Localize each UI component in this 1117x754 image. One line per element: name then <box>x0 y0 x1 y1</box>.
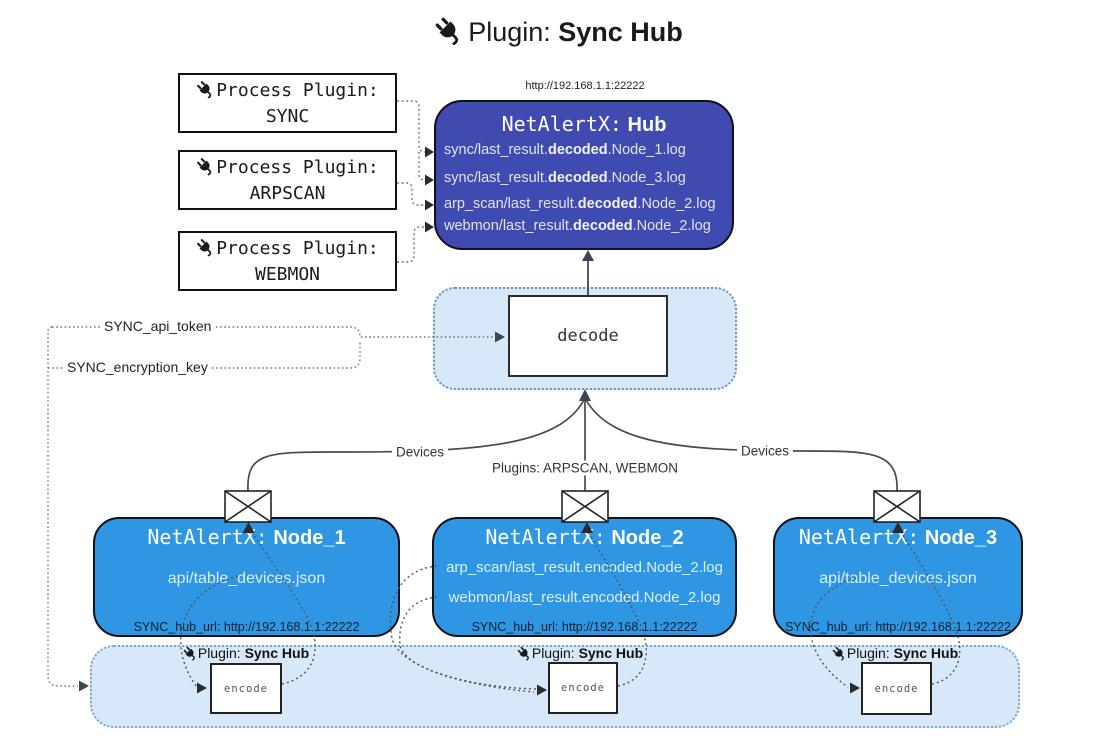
process-plugin-sync-box: Process Plugin: SYNC <box>178 73 397 133</box>
hub-url: http://192.168.1.1:22222 <box>525 80 645 92</box>
process-plugin-name: SYNC <box>265 106 310 128</box>
title-name: Sync Hub <box>558 17 683 47</box>
node1-hub-url: SYNC_hub_url: http://192.168.1.1:22222 <box>133 620 360 634</box>
process-plugin-arpscan-box: Process Plugin: ARPSCAN <box>178 150 397 210</box>
plugin-to-hub-arrowheads <box>425 146 434 233</box>
encode2-box: encode <box>548 662 618 714</box>
process-plugin-name: ARPSCAN <box>249 183 326 205</box>
config-to-strip-arrowhead <box>79 680 89 692</box>
plug-icon <box>197 158 212 176</box>
decode-box: decode <box>508 295 668 377</box>
encode1-box: encode <box>210 663 282 714</box>
plugin-to-hub-wires <box>397 100 426 263</box>
node1-box <box>93 517 400 637</box>
node3-title: NetAlertX: Node_3 <box>798 525 998 549</box>
edge-label-plugins: Plugins: ARPSCAN, WEBMON <box>487 460 683 476</box>
node3-hub-url: SYNC_hub_url: http://192.168.1.1:22222 <box>785 620 1011 634</box>
process-plugin-webmon-box: Process Plugin: WEBMON <box>178 231 397 291</box>
node3-file: api/table_devices.json <box>819 570 977 587</box>
edge-label-devices-left: Devices <box>391 444 449 460</box>
plug-icon <box>197 81 212 99</box>
process-plugin-label: Process Plugin: <box>216 238 379 259</box>
plug-icon <box>832 646 844 661</box>
hub-log-line: arp_scan/last_result.decoded.Node_2.log <box>444 196 716 212</box>
hub-title-prefix: NetAlertX: <box>501 112 622 136</box>
node2-hub-url: SYNC_hub_url: http://192.168.1.1:22222 <box>471 620 698 634</box>
plug-icon <box>435 17 459 46</box>
encoder3-label: Plugin: Sync Hub <box>832 645 958 661</box>
title-prefix: Plugin: <box>468 17 551 47</box>
encode3-box: encode <box>861 662 932 715</box>
hub-log-line: webmon/last_result.decoded.Node_2.log <box>444 218 711 234</box>
plug-icon <box>517 646 529 661</box>
plug-icon <box>197 239 212 257</box>
hub-title-name: Hub <box>627 114 667 136</box>
node2-title: NetAlertX: Node_2 <box>485 525 684 549</box>
encoder1-label: Plugin: Sync Hub <box>183 645 309 661</box>
process-plugin-label: Process Plugin: <box>216 157 379 178</box>
node2-file: webmon/last_result.encoded.Node_2.log <box>448 589 721 606</box>
process-plugin-label: Process Plugin: <box>216 80 379 101</box>
plug-icon <box>183 646 195 661</box>
hub-title: NetAlertX: Hub <box>434 112 734 137</box>
node1-file: api/table_devices.json <box>167 570 326 587</box>
decode-to-hub-arrowhead <box>582 250 594 261</box>
node2-file: arp_scan/last_result.encoded.Node_2.log <box>446 559 723 576</box>
edge-label-devices-right: Devices <box>736 443 794 459</box>
encoder2-label: Plugin: Sync Hub <box>517 645 643 661</box>
node-to-decode-arrowhead <box>579 389 591 401</box>
decode-label: decode <box>557 326 619 346</box>
hub-box <box>434 100 734 250</box>
hub-log-line: sync/last_result.decoded.Node_1.log <box>444 142 686 158</box>
process-plugin-name: WEBMON <box>254 264 321 286</box>
node1-title: NetAlertX: Node_1 <box>147 525 346 549</box>
page-title: Plugin: Sync Hub <box>0 16 1117 48</box>
node-to-decode-curves <box>247 397 898 492</box>
sync-api-token-label: SYNC_api_token <box>101 318 215 334</box>
sync-encryption-key-label: SYNC_encryption_key <box>64 359 211 375</box>
hub-log-line: sync/last_result.decoded.Node_3.log <box>444 170 686 186</box>
